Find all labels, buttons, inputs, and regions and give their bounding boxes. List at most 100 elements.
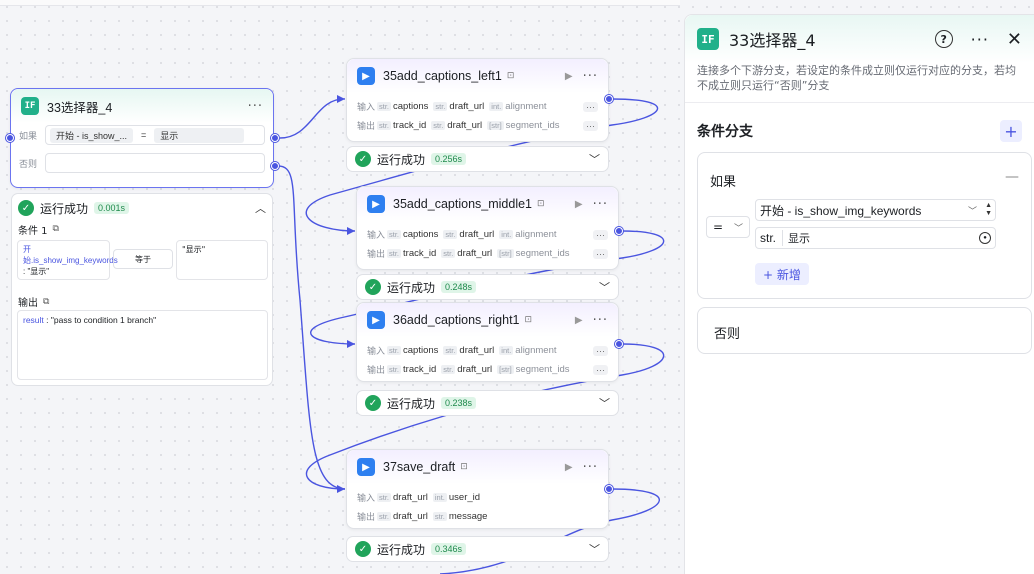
right-value-field[interactable]: str. 显示 ●: [755, 227, 996, 249]
selector-node-title: 33选择器_4: [47, 100, 113, 115]
more-icon[interactable]: ···: [592, 196, 608, 212]
more-icon[interactable]: ···: [582, 459, 598, 475]
if-label: 如果: [19, 131, 38, 142]
copy-icon[interactable]: ⧉: [43, 296, 50, 307]
output-row: 输出 str.track_id str.draft_url [str]segme…: [367, 360, 608, 379]
middle1-node[interactable]: ▶ 35add_captions_middle1 ⊡ ▶ ··· 输入 str.…: [356, 186, 619, 270]
more-icon[interactable]: ···: [582, 68, 598, 84]
save-node-title: 37save_draft: [383, 460, 456, 474]
input-label: 输入: [357, 493, 376, 503]
more-icon[interactable]: ···: [592, 312, 608, 328]
play-icon[interactable]: ▶: [564, 70, 573, 82]
else-title: 否则: [714, 327, 741, 342]
output-chip: str.draft_url: [441, 364, 493, 375]
input-chip: str.captions: [387, 345, 439, 356]
status-text: 运行成功: [377, 542, 426, 557]
right1-status-bar[interactable]: ✓ 运行成功 0.238s ﹀: [356, 390, 619, 416]
more-outputs-icon[interactable]: ···: [593, 248, 608, 259]
selector-node-header[interactable]: IF 33选择器_4 ···: [11, 89, 273, 123]
selector-if-port[interactable]: [271, 134, 279, 142]
left1-out-port[interactable]: [605, 95, 613, 103]
close-icon[interactable]: ✕: [1006, 28, 1022, 50]
right1-node-header[interactable]: ▶ 36add_captions_right1 ⊡ ▶ ···: [357, 303, 618, 337]
chevron-up-icon[interactable]: ︿: [255, 202, 266, 215]
play-icon[interactable]: ▶: [574, 314, 583, 326]
value-input[interactable]: 显示: [782, 230, 810, 246]
save-node-header[interactable]: ▶ 37save_draft ⊡ ▶ ···: [347, 450, 608, 484]
config-panel-header: IF 33选择器_4 ? ··· ✕: [685, 15, 1034, 63]
input-chip: int.user_id: [432, 492, 481, 503]
output-chip: [str]segment_ids: [487, 120, 560, 131]
selector-node[interactable]: IF 33选择器_4 ··· 如果 开始 - is_show_... = 显示 …: [10, 88, 274, 188]
copy-icon[interactable]: ⧉: [52, 224, 59, 234]
left1-node-header[interactable]: ▶ 35add_captions_left1 ⊡ ▶ ···: [347, 59, 608, 93]
selector-in-port[interactable]: [6, 134, 14, 142]
cond-right-box: "显示": [176, 240, 268, 280]
input-chip: str.draft_url: [443, 345, 495, 356]
more-outputs-icon[interactable]: ···: [593, 364, 608, 375]
input-row: 输入 str.captions str.draft_url int.alignm…: [357, 97, 598, 116]
more-inputs-icon[interactable]: ···: [593, 345, 608, 356]
chevron-down-icon[interactable]: ﹀: [599, 397, 610, 410]
chevron-down-icon: ﹀: [733, 223, 743, 234]
chevron-down-icon[interactable]: ﹀: [589, 543, 600, 556]
chevron-down-icon[interactable]: ﹀: [589, 153, 600, 166]
tag-icon: ⊡: [506, 71, 515, 81]
input-chip: int.alignment: [489, 101, 547, 112]
status-text: 运行成功: [387, 280, 436, 295]
left-field-select[interactable]: 开始 - is_show_img_keywords ﹀ ▲▼: [755, 199, 996, 221]
else-box[interactable]: [45, 153, 265, 173]
more-outputs-icon[interactable]: ···: [583, 120, 598, 131]
middle1-node-title: 35add_captions_middle1: [393, 197, 532, 211]
cond-left-val: : "显示": [23, 267, 50, 276]
middle1-out-port[interactable]: [615, 227, 623, 235]
add-condition-button[interactable]: + 新增: [755, 263, 809, 285]
middle1-status-bar[interactable]: ✓ 运行成功 0.248s ﹀: [356, 274, 619, 300]
collapse-icon[interactable]: —: [1005, 169, 1019, 185]
selector-else-port[interactable]: [271, 162, 279, 170]
right1-out-port[interactable]: [615, 340, 623, 348]
add-branch-button[interactable]: +: [1000, 120, 1022, 142]
status-time: 0.346s: [431, 543, 467, 555]
left1-status-bar[interactable]: ✓ 运行成功 0.256s ﹀: [346, 146, 609, 172]
tag-icon: ⊡: [524, 315, 533, 325]
more-icon[interactable]: ···: [970, 29, 989, 49]
cond-left-box: 开始.is_show_img_keywords : "显示": [17, 240, 118, 280]
output-chip: str.draft_url: [441, 248, 493, 259]
plugin-icon: ▶: [367, 195, 385, 213]
input-chip: str.draft_url: [377, 492, 428, 503]
stepper-icon[interactable]: ▲▼: [985, 202, 992, 217]
panel-title[interactable]: 33选择器_4: [729, 31, 816, 50]
condition-box[interactable]: 开始 - is_show_... = 显示: [45, 125, 265, 145]
save-out-port[interactable]: [605, 485, 613, 493]
more-inputs-icon[interactable]: ···: [583, 101, 598, 112]
more-icon[interactable]: ···: [247, 98, 263, 114]
condition-title: 条件 1: [18, 225, 48, 237]
save-node[interactable]: ▶ 37save_draft ⊡ ▶ ··· 输入 str.draft_url …: [346, 449, 609, 529]
tag-icon: ⊡: [537, 199, 545, 209]
left-operand: 开始 - is_show_...: [50, 127, 134, 143]
right1-node[interactable]: ▶ 36add_captions_right1 ⊡ ▶ ··· 输入 str.c…: [356, 302, 619, 382]
input-chip: int.alignment: [499, 229, 557, 240]
output-chip: [str]segment_ids: [497, 248, 570, 259]
play-icon[interactable]: ▶: [574, 198, 583, 210]
output-row: 输出 str.track_id str.draft_url [str]segme…: [367, 244, 608, 263]
middle1-node-header[interactable]: ▶ 35add_captions_middle1 ⊡ ▶ ···: [357, 187, 618, 221]
variable-icon[interactable]: ●: [979, 232, 991, 244]
cond-op-box: 等于: [113, 249, 173, 269]
output-key: result: [23, 315, 44, 325]
output-label: 输出: [357, 121, 376, 131]
chevron-down-icon[interactable]: ﹀: [599, 281, 610, 294]
status-time: 0.238s: [441, 397, 477, 409]
left1-node[interactable]: ▶ 35add_captions_left1 ⊡ ▶ ··· 输入 str.ca…: [346, 58, 609, 142]
save-status-bar[interactable]: ✓ 运行成功 0.346s ﹀: [346, 536, 609, 562]
operator-select[interactable]: = ﹀: [706, 216, 750, 238]
help-icon[interactable]: ?: [934, 30, 953, 48]
type-tag: str.: [760, 231, 777, 245]
success-check-icon: ✓: [18, 200, 34, 216]
result-time: 0.001s: [94, 202, 130, 214]
more-inputs-icon[interactable]: ···: [593, 229, 608, 240]
play-icon[interactable]: ▶: [564, 461, 573, 473]
plugin-icon: ▶: [357, 67, 375, 85]
input-chip: str.captions: [377, 101, 429, 112]
